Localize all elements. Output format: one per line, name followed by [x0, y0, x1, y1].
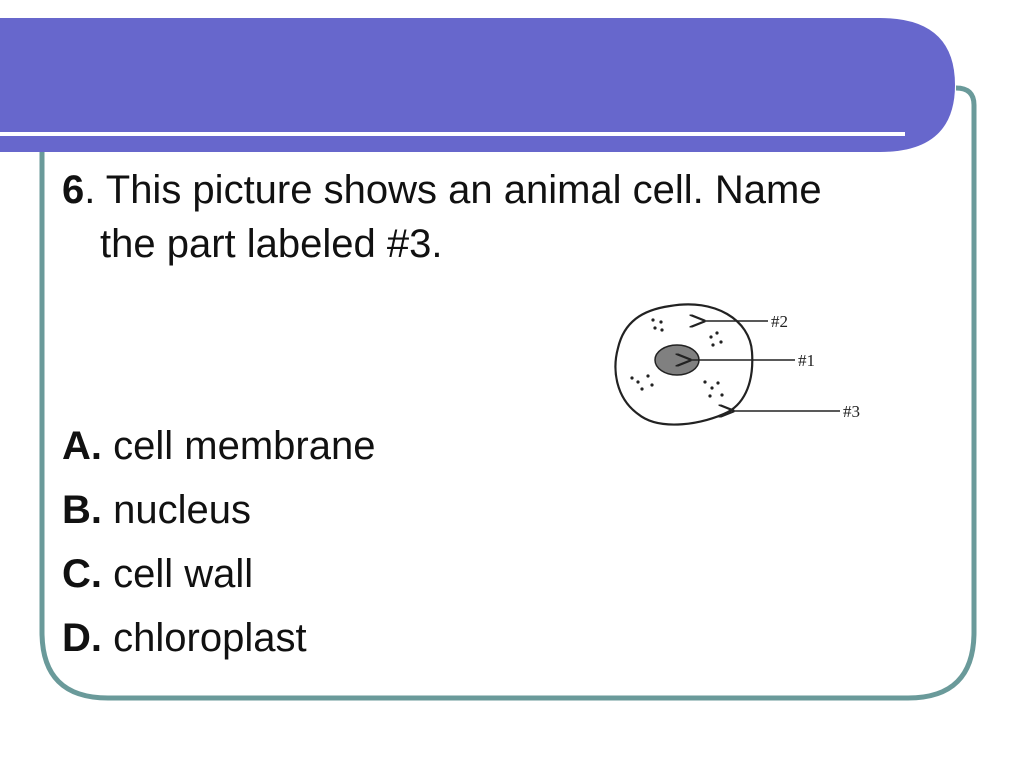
answer-list: A. cell membrane B. nucleus C. cell wall… — [62, 414, 375, 670]
answer-letter: A. — [62, 424, 102, 468]
cytoplasm-dots — [630, 318, 724, 398]
answer-letter: C. — [62, 552, 102, 596]
label-2: #2 — [771, 312, 788, 331]
answer-text: cell wall — [113, 552, 254, 596]
answer-option-c[interactable]: C. cell wall — [62, 542, 375, 606]
answer-text: cell membrane — [113, 424, 376, 468]
header-band — [0, 18, 955, 152]
answer-letter: D. — [62, 616, 102, 660]
label-1: #1 — [798, 351, 815, 370]
question-line-1: . This picture shows an animal cell. Nam… — [84, 168, 822, 212]
answer-text: chloroplast — [113, 616, 307, 660]
answer-letter: B. — [62, 488, 102, 532]
answer-option-a[interactable]: A. cell membrane — [62, 414, 375, 478]
animal-cell-diagram: #2 #1 #3 — [614, 303, 860, 426]
question-line-2: the part labeled #3. — [100, 222, 443, 266]
question-number: 6 — [62, 168, 85, 212]
answer-text: nucleus — [113, 488, 251, 532]
answer-option-b[interactable]: B. nucleus — [62, 478, 375, 542]
label-3: #3 — [843, 402, 860, 421]
answer-option-d[interactable]: D. chloroplast — [62, 606, 375, 670]
header-divider-line — [0, 132, 905, 136]
question-text: 6. This picture shows an animal cell. Na… — [62, 163, 962, 271]
content-frame-border — [39, 85, 977, 701]
